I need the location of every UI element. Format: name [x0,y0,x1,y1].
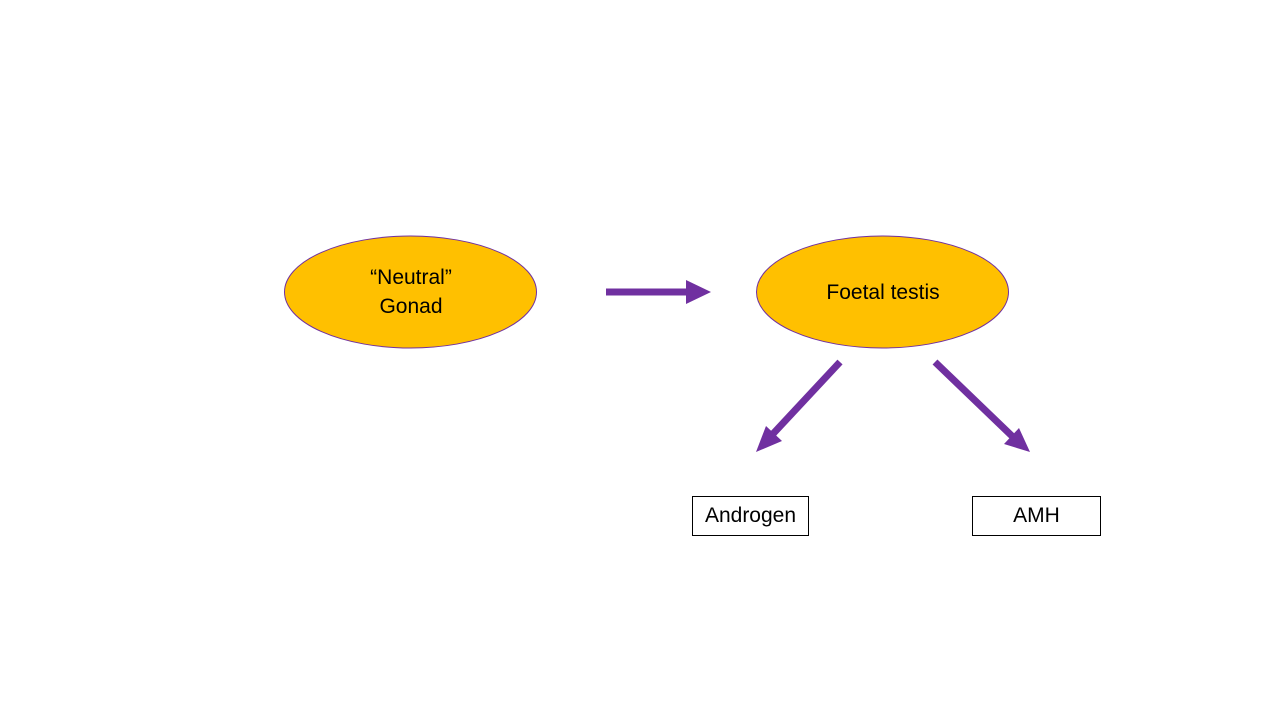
amh-label: AMH [1013,504,1060,527]
foetal-testis-label: Foetal testis [757,236,1009,348]
neutral-gonad-line1: “Neutral” [370,266,452,289]
neutral-gonad-line2: Gonad [379,295,443,318]
neutral-gonad-ellipse [284,235,537,349]
neutral-gonad-label: “Neutral” Gonad [285,236,537,348]
amh-box: AMH [972,496,1101,536]
arrow-testis-to-amh [932,359,1030,452]
foetal-testis-text: Foetal testis [826,280,940,304]
androgen-label: Androgen [704,504,797,527]
androgen-box: Androgen [692,496,809,536]
arrow-testis-to-androgen [756,359,843,452]
foetal-testis-ellipse [756,235,1009,349]
arrow-gonad-to-testis [606,280,711,304]
